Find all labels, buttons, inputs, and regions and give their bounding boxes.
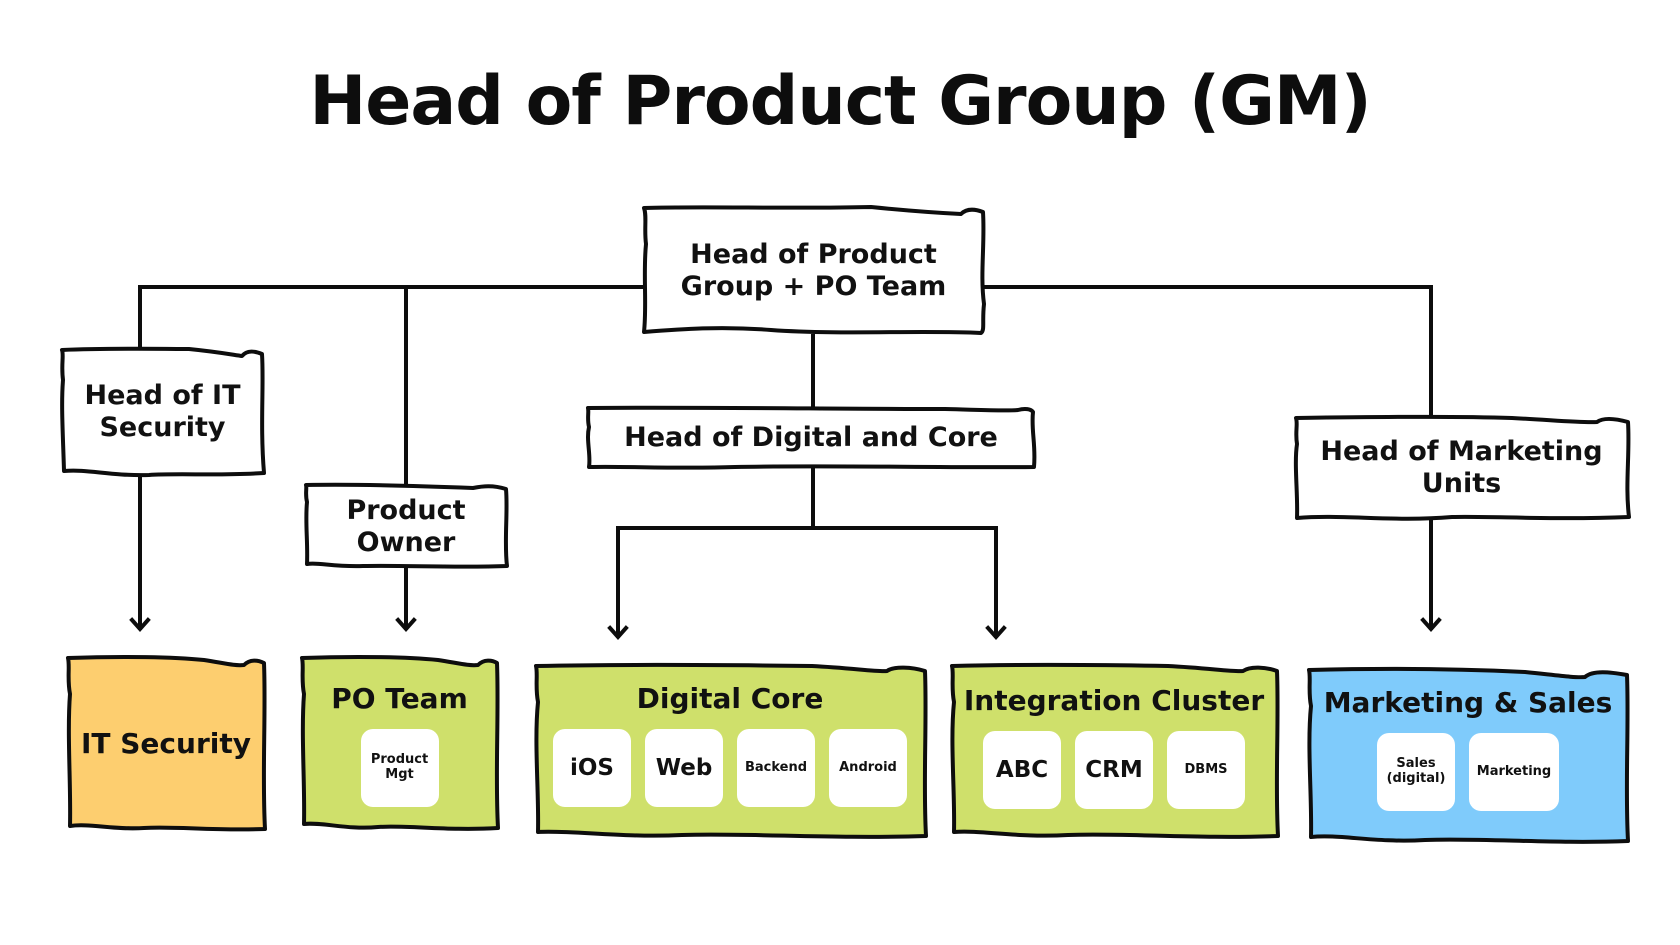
team-marketing-sales[interactable]: Marketing & Sales Sales (digital) Market… xyxy=(1305,666,1631,846)
chip-backend[interactable]: Backend xyxy=(737,729,815,808)
arrowhead-icon xyxy=(985,625,1007,641)
team-it-security-label: IT Security xyxy=(81,727,251,761)
team-it-security[interactable]: IT Security xyxy=(64,654,268,834)
chip-android[interactable]: Android xyxy=(829,729,907,808)
sketch-box-shape xyxy=(66,654,267,832)
node-head-it-security-label: Head of IT Security xyxy=(84,380,241,443)
team-integration-cluster-label: Integration Cluster xyxy=(963,684,1265,717)
node-head-marketing-units[interactable]: Head of Marketing Units xyxy=(1292,414,1631,522)
chip-ios[interactable]: iOS xyxy=(553,729,631,808)
node-root-label: Head of Product Group + PO Team xyxy=(680,238,947,302)
team-integration-cluster[interactable]: Integration Cluster ABC CRM DBMS xyxy=(948,662,1280,841)
arrowhead-icon xyxy=(607,625,629,641)
node-product-owner[interactable]: Product Owner xyxy=(303,482,509,571)
chip-dbms[interactable]: DBMS xyxy=(1167,731,1245,810)
team-digital-core[interactable]: Digital Core iOS Web Backend Android xyxy=(532,662,928,841)
node-head-marketing-units-label: Head of Marketing Units xyxy=(1320,436,1603,499)
team-digital-core-label: Digital Core xyxy=(636,682,824,715)
chip-marketing[interactable]: Marketing xyxy=(1469,733,1559,812)
chip-crm[interactable]: CRM xyxy=(1075,731,1153,810)
node-head-digital-core[interactable]: Head of Digital and Core xyxy=(585,405,1037,471)
sketch-box-shape xyxy=(534,662,928,839)
chip-abc[interactable]: ABC xyxy=(983,731,1061,810)
sketch-box-shape xyxy=(304,482,509,569)
sketch-box-shape xyxy=(1293,414,1631,521)
team-marketing-sales-label: Marketing & Sales xyxy=(1323,686,1613,719)
arrowhead-icon xyxy=(1420,617,1442,633)
arrowhead-icon xyxy=(395,617,417,633)
node-head-digital-core-label: Head of Digital and Core xyxy=(624,422,998,454)
team-po-team-label: PO Team xyxy=(331,682,468,715)
sketch-box-shape xyxy=(60,346,266,478)
node-product-owner-label: Product Owner xyxy=(346,494,466,558)
chip-product-mgt[interactable]: Product Mgt xyxy=(360,729,439,808)
node-head-it-security[interactable]: Head of IT Security xyxy=(59,345,266,479)
chip-web[interactable]: Web xyxy=(645,729,723,808)
chart-title: Head of Product Group (GM) xyxy=(309,62,1371,141)
arrowhead-icon xyxy=(129,617,151,633)
node-root[interactable]: Head of Product Group + PO Team xyxy=(641,204,986,337)
chip-sales-digital[interactable]: Sales (digital) xyxy=(1377,733,1455,812)
sketch-box-shape xyxy=(642,205,986,335)
sketch-box-shape xyxy=(586,405,1037,470)
team-po-team[interactable]: PO Team Product Mgt xyxy=(298,654,501,834)
